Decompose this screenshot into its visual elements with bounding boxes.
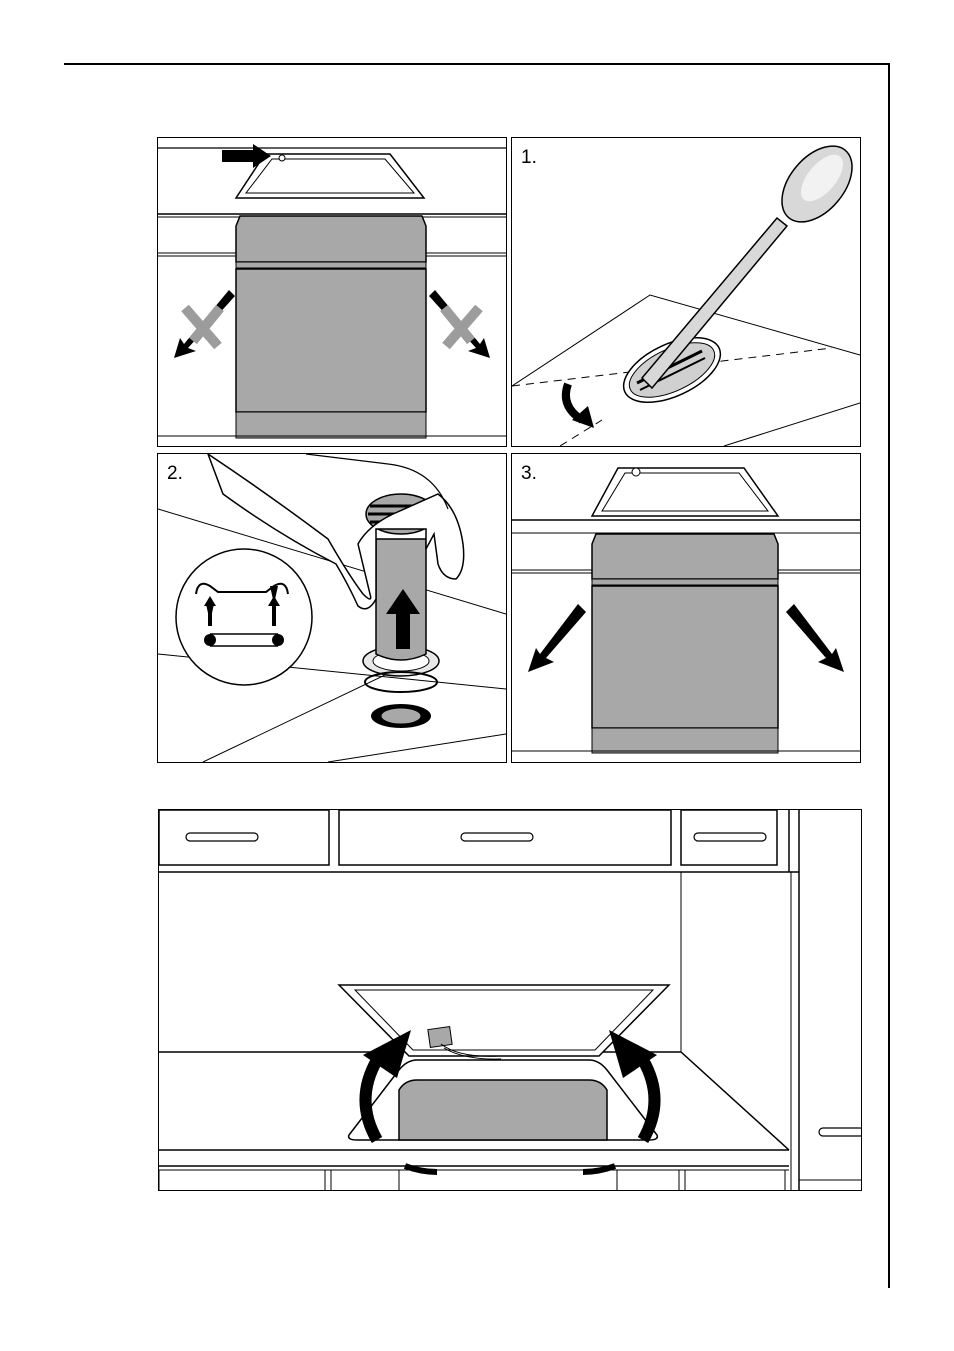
right-rule	[888, 63, 890, 1288]
step-number: 2.	[167, 463, 183, 485]
forbidden-tilt-illustration	[158, 138, 506, 446]
step-2-illustration	[158, 454, 506, 762]
panel-step-2: 2.	[157, 453, 507, 763]
step-1-illustration	[512, 138, 860, 446]
curved-arrow-icon	[405, 1166, 437, 1172]
step-number: 3.	[521, 463, 537, 485]
top-rule	[64, 63, 890, 65]
arrow-icon	[786, 604, 844, 672]
curved-arrow-icon	[583, 1166, 615, 1172]
panel-installation	[158, 809, 862, 1191]
panel-step-3: 3.	[511, 453, 861, 763]
crossed-arrow-icon	[429, 290, 490, 358]
step-number: 1.	[521, 147, 537, 169]
installation-illustration	[159, 810, 861, 1190]
panel-step-1: 1.	[511, 137, 861, 447]
crossed-arrow-icon	[174, 290, 235, 358]
curved-arrow-icon	[566, 384, 594, 428]
panel-forbidden-tilt	[157, 137, 507, 447]
step-3-illustration	[512, 454, 860, 762]
arrow-icon	[528, 604, 586, 672]
